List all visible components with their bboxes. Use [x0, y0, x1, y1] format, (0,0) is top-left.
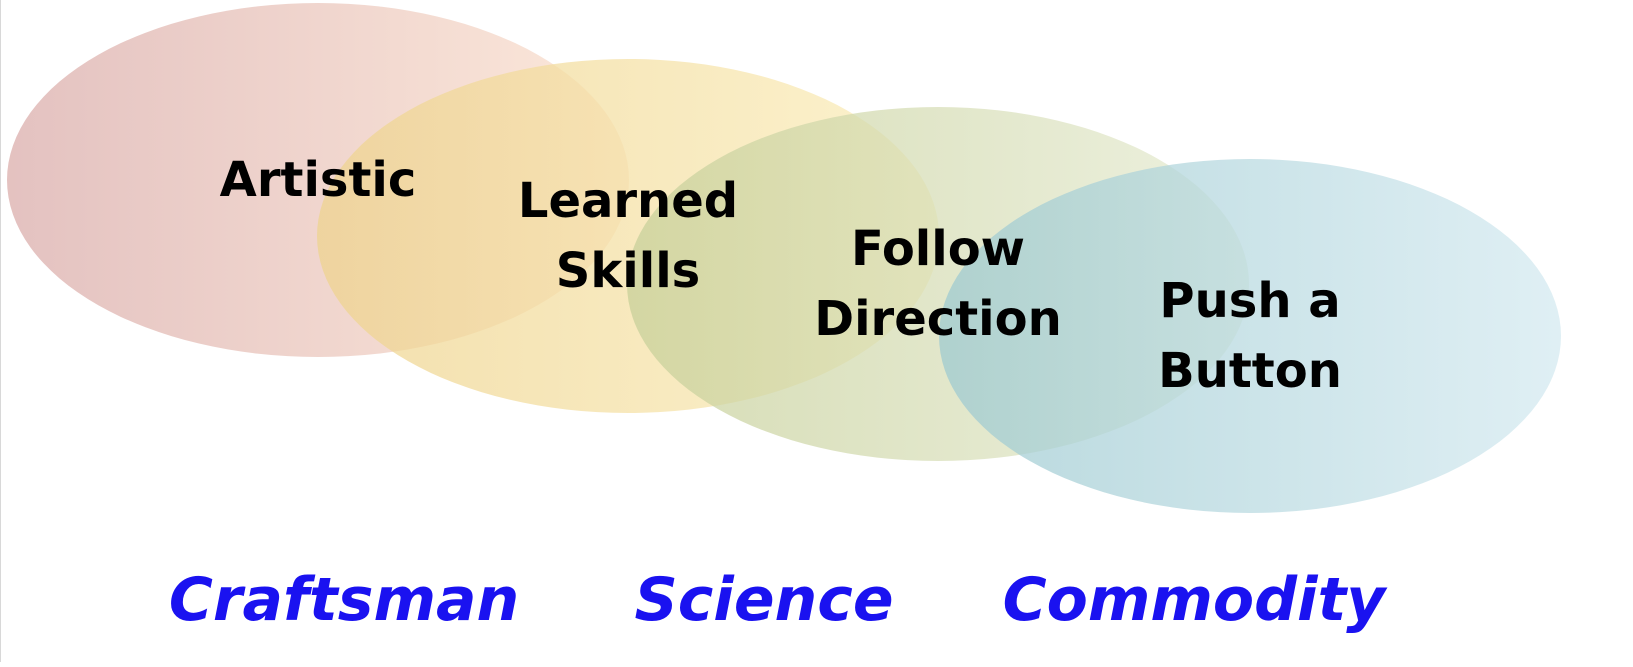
category-commodity: Commodity — [1002, 565, 1386, 635]
label-follow-direction-line-2: Direction — [814, 291, 1062, 347]
label-follow-direction-line-1: Follow — [850, 221, 1026, 277]
ellipse-push-a-button — [939, 159, 1561, 513]
label-learned-skills-line-1: Learned — [517, 173, 739, 229]
category-science: Science — [634, 565, 894, 635]
ellipse-layer — [7, 3, 1561, 513]
label-artistic-line-1: Artistic — [219, 152, 417, 208]
label-push-a-button-line-1: Push a — [1159, 273, 1341, 329]
label-artistic: Artistic — [220, 145, 417, 215]
label-push-a-button: Push a Button — [1158, 266, 1342, 406]
label-learned-skills-line-2: Skills — [555, 243, 701, 299]
label-follow-direction: Follow Direction — [814, 214, 1062, 354]
label-learned-skills: Learned Skills — [518, 166, 738, 306]
category-craftsman: Craftsman — [168, 565, 520, 635]
label-push-a-button-line-2: Button — [1158, 343, 1342, 399]
